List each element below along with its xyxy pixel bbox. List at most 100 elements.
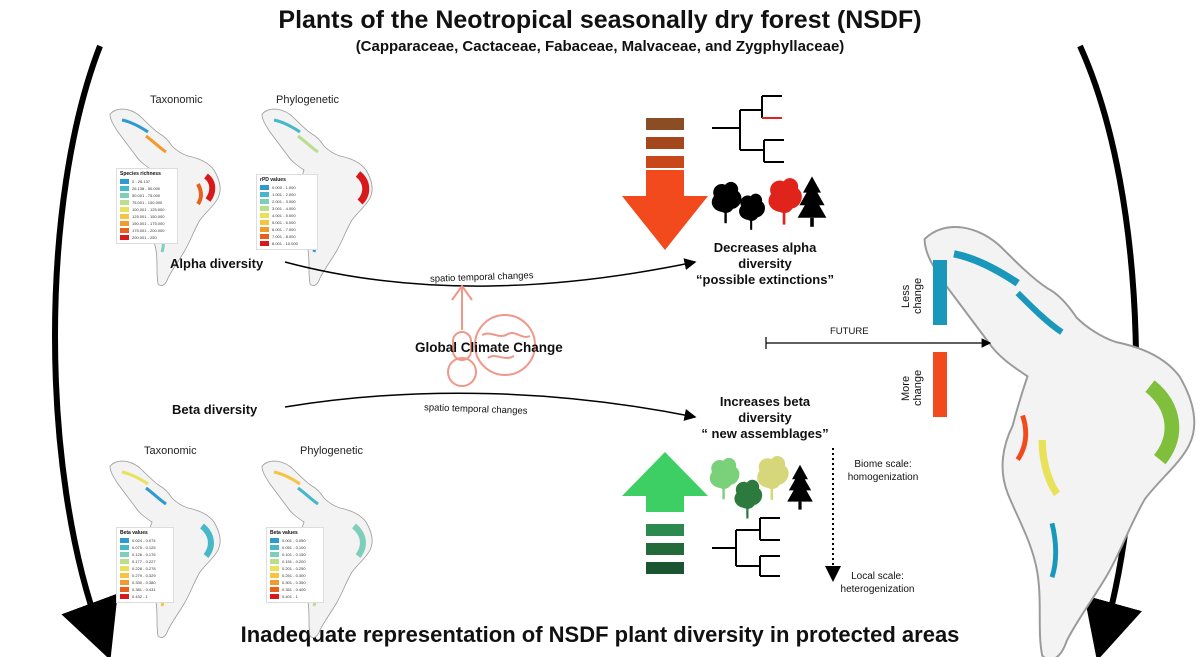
legend-entry: 50.001 - 75.000 [120,192,174,199]
legend-text: 0.201 - 0.250 [282,566,306,571]
legend-text: 2.001 - 3.000 [272,199,296,204]
legend-entry: 125.001 - 150.000 [120,213,174,220]
legend-swatch [270,552,279,557]
legend-entry: 0.151 - 0.200 [270,558,320,565]
legend-swatch [270,559,279,564]
legend-text: 0.001 - 0.050 [282,538,306,543]
legend-entry: 0.201 - 0.250 [270,565,320,572]
thermometer-globe-icon [447,284,536,387]
legend-swatch [270,566,279,571]
legend-text: 4.001 - 5.000 [272,213,296,218]
legend-entry: 100.001 - 125.000 [120,206,174,213]
tree-silhouettes-top [711,176,827,230]
beta-phylogenetic-label: Phylogenetic [300,445,363,457]
tree-silhouettes-bottom [709,455,813,519]
less-change-bar [933,260,947,325]
legend-entry: 175.001 - 200.000 [120,227,174,234]
legend-text: 125.001 - 150.000 [132,214,165,219]
more-change-bar [933,352,947,417]
legend-entry: 0.351 - 0.400 [270,586,320,593]
page-subtitle: (Capparaceae, Cactaceae, Fabaceae, Malva… [355,38,845,55]
legend-text: 150.001 - 175.000 [132,221,165,226]
page-title: Plants of the Neotropical seasonally dry… [278,6,922,34]
legend-entry: 0.101 - 0.150 [270,551,320,558]
legend-entry: 0.177 - 0.227 [120,558,170,565]
legend-text: 175.001 - 200.000 [132,228,165,233]
legend-swatch [270,573,279,578]
brown-bar-2 [646,137,684,149]
beta-taxonomic-label: Taxonomic [144,445,197,457]
legend-swatch [270,594,279,599]
legend-entry: 4.001 - 5.000 [260,212,314,219]
legend-text: 3.001 - 4.000 [272,206,296,211]
right-curved-arrow [1077,44,1142,657]
legend-entry: 0.330 - 0.380 [120,579,170,586]
legend-text: 0.279 - 0.329 [132,573,156,578]
green-bar-1 [646,524,684,536]
brown-bar-1 [646,118,684,130]
legend-entry: 7.001 - 8.000 [260,233,314,240]
legend-text: 1.001 - 2.000 [272,192,296,197]
legend-entry: 1.001 - 2.000 [260,191,314,198]
legend-entry: 0.001 - 0.050 [270,537,320,544]
less-change-label: Less change [900,277,924,315]
legend-entry: 5.001 - 6.000 [260,219,314,226]
legend-entry: 0.024 - 0.074 [120,537,170,544]
legend-entry: 26.138 - 50.000 [120,185,174,192]
legend-text: 0.024 - 0.074 [132,538,156,543]
legend-swatch [120,235,129,240]
legend-swatch [120,221,129,226]
legend-text: 0.401 - 1 [282,594,298,599]
phylogeny-tree-bottom [712,517,780,577]
legend-swatch [120,200,129,205]
legend-text: 7.001 - 8.000 [272,234,296,239]
left-curved-arrow [52,44,118,657]
more-change-label: More change [900,369,924,407]
beta-change-arrow [284,392,697,421]
legend-text: 0.351 - 0.400 [282,587,306,592]
legend-swatch [260,206,269,211]
legend-text: 0.101 - 0.150 [282,552,306,557]
legend-text: 0.177 - 0.227 [132,559,156,564]
legend-entry: 8.001 - 10.000 [260,240,314,247]
climate-change-label: Global Climate Change [415,340,563,355]
legend-swatch [260,241,269,246]
legend-swatch [120,545,129,550]
alpha-outcome: Decreases alpha diversity “possible exti… [696,240,834,287]
legend-text: 0.126 - 0.176 [132,552,156,557]
alpha-change-arrow [284,258,697,287]
legend-text: 50.001 - 75.000 [132,193,161,198]
legend-swatch [120,179,129,184]
legend-swatch [120,193,129,198]
green-bar-3 [646,562,684,574]
legend-text: 0.330 - 0.380 [132,580,156,585]
alpha-diversity-label: Alpha diversity [170,256,264,271]
legend-swatch [120,594,129,599]
legend-text: 100.001 - 125.000 [132,207,165,212]
legend-entry: 0.381 - 0.431 [120,586,170,593]
legend-entry: 0.401 - 1 [270,593,320,600]
legend-text: 0.251 - 0.300 [282,573,306,578]
legend-swatch [120,538,129,543]
legend-swatch [260,185,269,190]
legend-swatch [120,207,129,212]
legend-text: 0.301 - 0.350 [282,580,306,585]
legend-text: 5.001 - 6.000 [272,220,296,225]
alpha-phylogenetic-label: Phylogenetic [276,94,339,106]
future-label: FUTURE [830,326,869,337]
legend-entry: 0 - 26.137 [120,178,174,185]
legend-swatch [270,538,279,543]
legend-text: 75.001 - 100.000 [132,200,163,205]
local-scale-label: Local scale: heterogenization [840,571,915,595]
legend-text: 0.075 - 0.125 [132,545,156,550]
legend-entry: 0.301 - 0.350 [270,579,320,586]
legend-swatch [120,186,129,191]
legend-text: 0.381 - 0.431 [132,587,156,592]
legend-entry: 75.001 - 100.000 [120,199,174,206]
legend-text: 26.138 - 50.000 [132,186,161,191]
legend-swatch [120,228,129,233]
green-bar-2 [646,543,684,555]
